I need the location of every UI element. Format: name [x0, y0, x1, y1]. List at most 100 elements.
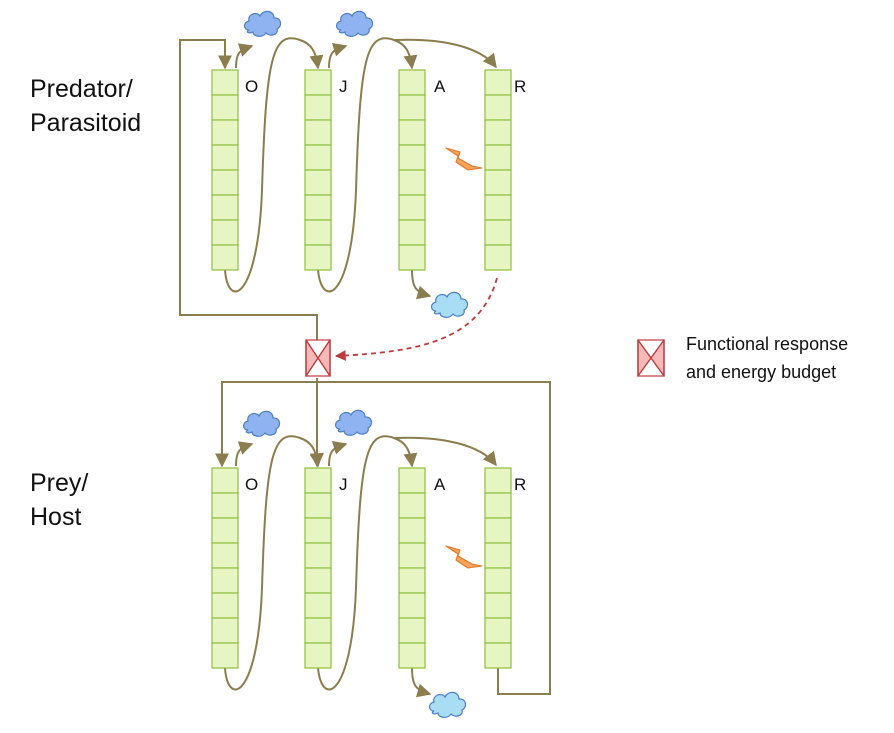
stage-column-a-top: [398, 69, 426, 271]
stage-cell: [211, 567, 239, 594]
arrow-o-cloud-top: [235, 43, 254, 69]
stage-cell: [304, 517, 332, 544]
cloud-icon: [335, 10, 374, 37]
stage-cell: [398, 492, 426, 519]
stage-cell: [398, 592, 426, 619]
stage-letter-r-top: R: [514, 77, 527, 96]
stage-cell: [484, 69, 512, 96]
predator-label-line2: Parasitoid: [30, 109, 142, 137]
stage-cell: [484, 517, 512, 544]
stage-letter-j-top: J: [339, 77, 348, 96]
stage-cell: [398, 617, 426, 644]
predator-label-line1: Predator/: [30, 75, 133, 103]
arrow-a-cloud-bottom: [411, 667, 432, 698]
bowtie-icon: [637, 339, 665, 377]
stage-cell: [484, 467, 512, 494]
prey-label-line2: Host: [30, 503, 82, 531]
arrow-to-r-bottom: [394, 436, 497, 467]
arrow-o-to-j-top: [224, 37, 324, 293]
stage-cell: [211, 542, 239, 569]
stage-cell: [304, 144, 332, 171]
prey-label: Prey/ Host: [30, 466, 88, 534]
stage-cell: [211, 492, 239, 519]
stage-cell: [484, 492, 512, 519]
dashed-feeding-arrow: [334, 277, 498, 361]
stage-cell: [304, 244, 332, 271]
prey-label-line1: Prey/: [30, 469, 89, 497]
stage-cell: [304, 492, 332, 519]
stage-cell: [484, 542, 512, 569]
stage-cell: [484, 567, 512, 594]
cloud-icon: [334, 409, 373, 436]
stage-cell: [398, 169, 426, 196]
arrow-j-cloud-bottom: [328, 441, 348, 467]
stage-column-r-top: [484, 69, 512, 271]
stage-cell: [211, 467, 239, 494]
cloud-icon: [242, 410, 281, 437]
stage-cell: [484, 169, 512, 196]
stage-letter-j-bottom: J: [339, 475, 348, 494]
stage-cell: [211, 642, 239, 669]
lightning-icon: [445, 147, 483, 171]
stage-column-j-top: [304, 69, 332, 271]
stage-cell: [398, 94, 426, 121]
stage-cell: [304, 617, 332, 644]
flow-arrows: [179, 37, 551, 698]
decorations: [242, 10, 665, 718]
arrow-j-cloud-top: [328, 43, 348, 69]
stage-cell: [484, 94, 512, 121]
recruitment-loop-top: [179, 39, 318, 340]
stage-letter-o-top: O: [245, 77, 259, 96]
arrow-o-to-j-bottom: [224, 435, 324, 691]
stage-cell: [304, 69, 332, 96]
stage-cell: [398, 567, 426, 594]
stage-cell: [398, 517, 426, 544]
stage-cell: [211, 517, 239, 544]
stage-cell: [304, 94, 332, 121]
stage-cell: [398, 144, 426, 171]
stage-cell: [304, 169, 332, 196]
stage-cell: [398, 69, 426, 96]
stage-cell: [398, 642, 426, 669]
cloud-icon: [243, 10, 282, 37]
stage-cell: [398, 194, 426, 221]
stage-cell: [484, 194, 512, 221]
arrow-o-cloud-bottom: [235, 441, 254, 467]
legend-line2: and energy budget: [686, 362, 837, 382]
stage-cell: [484, 642, 512, 669]
stage-cell: [398, 467, 426, 494]
stage-column-o-top: [211, 69, 239, 271]
stage-cell: [484, 244, 512, 271]
stage-cell: [211, 219, 239, 246]
stage-cell: [484, 617, 512, 644]
stage-letter-r-bottom: R: [514, 475, 527, 494]
stage-column-a-bottom: [398, 467, 426, 669]
stage-cell: [398, 219, 426, 246]
stage-cell: [211, 194, 239, 221]
legend-line1: Functional response: [686, 334, 849, 354]
stage-cell: [211, 119, 239, 146]
stage-cell: [211, 94, 239, 121]
cloud-icon: [430, 291, 469, 318]
stage-cell: [211, 169, 239, 196]
stage-column-j-bottom: [304, 467, 332, 669]
stage-cell: [304, 219, 332, 246]
arrow-to-r-top: [394, 38, 497, 69]
stage-cell: [398, 244, 426, 271]
stage-cell: [484, 219, 512, 246]
stage-cell: [304, 119, 332, 146]
arrow-j-to-a-top: [317, 37, 418, 293]
stage-column-o-bottom: [211, 467, 239, 669]
recruitment-loop-bottom: [215, 381, 551, 695]
stage-cell: [304, 467, 332, 494]
stage-cell: [211, 617, 239, 644]
stage-cell: [211, 144, 239, 171]
stage-cell: [398, 542, 426, 569]
stage-cell: [484, 592, 512, 619]
stage-cell: [484, 119, 512, 146]
stage-cell: [211, 69, 239, 96]
stage-cell: [484, 144, 512, 171]
stage-columns: [211, 69, 512, 669]
stage-cell: [304, 642, 332, 669]
